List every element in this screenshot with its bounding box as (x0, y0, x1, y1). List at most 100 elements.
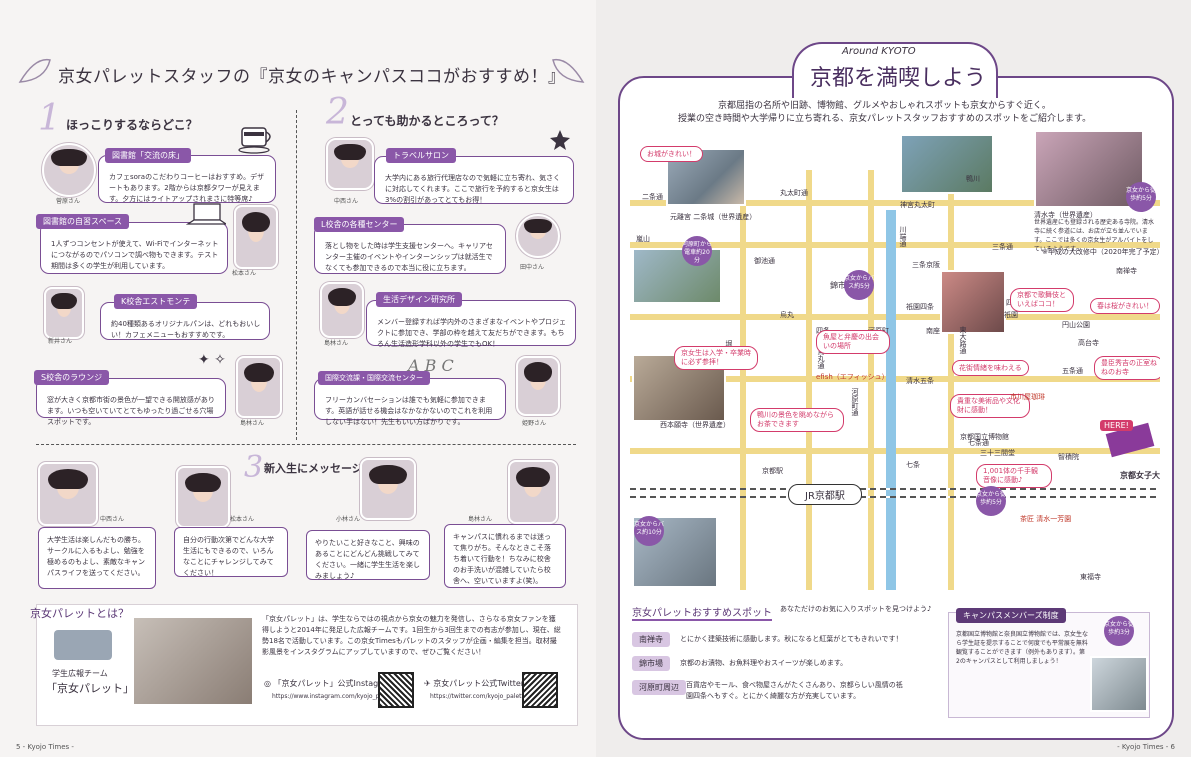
recommend-value: とにかく建築技術に感動します。秋になると紅葉がとてもきれいです！ (680, 635, 903, 643)
twitter-label: ✈ 京女パレット公式Twitter (424, 678, 524, 689)
person-name: 中西さん (334, 198, 359, 205)
pin-comment: 春は桜がきれい！ (1090, 298, 1160, 314)
pin-comment: 鴨川の景色を眺めながらお茶できます (750, 408, 844, 432)
about-label: 京女パレットとは？ (30, 607, 129, 620)
avatar (44, 287, 84, 339)
star-icon (550, 130, 570, 150)
recommend-key: 南禅寺 (632, 632, 670, 647)
place-kamogawa: 鴨川 (966, 175, 980, 183)
road-label: 五条通 (1062, 367, 1083, 375)
renovation-note: ※平成の大改修中（2020年完了予定） (1042, 248, 1160, 256)
about-text: 「京女パレット」は、学生ならではの視点から京女の魅力を発信し、さらなる京女ファン… (262, 615, 561, 656)
person-name: 新井さん (48, 338, 73, 345)
twitter-url[interactable]: https://twitter.com/kyojo_palette (430, 693, 528, 700)
pin-comment: 豊臣秀吉の正室ねねのお寺 (1094, 356, 1160, 380)
jr-kyoto-station-label: JR京都駅 (788, 484, 862, 505)
message-box: 大学生活は楽しんだもの勝ち。サークルに入るもよし、勉強を極めるのもよし、素敵なキ… (38, 527, 156, 589)
recommend-key: 錦市場 (632, 656, 670, 671)
jr-line (630, 488, 1160, 490)
q3-number: 3 (244, 450, 264, 485)
section-divider (36, 444, 576, 445)
shop-shimizuippoen: 茶匠 清水一芳園 (1020, 515, 1072, 523)
cafe-ichikawaya: 市川屋珈琲 (1010, 393, 1045, 401)
place-nishiki: 錦市場 (830, 281, 854, 290)
intro-line1: 京都屈指の名所や旧跡、博物館、グルメやおしゃれスポットも京女からすぐ近く。 (718, 101, 1051, 111)
message-box: 自分の行動次第でどんな大学生活にもできるので、いろんなことにチャレンジしてみてく… (174, 527, 288, 577)
avatar (516, 356, 560, 416)
avatar (42, 143, 96, 197)
pin-comment: 花街情緒を味わえる (952, 360, 1029, 376)
person-name: 小林さん (336, 516, 361, 523)
instagram-label: ◎ 「京女パレット」公式Instagram (264, 678, 394, 689)
message-box: やりたいこと好きなこと、興味のあることにどんどん挑戦してみてください。一緒に学生… (306, 530, 430, 580)
access-badge: 京女からバス約5分 (844, 270, 874, 300)
place-kiyomizu: 清水寺（世界遺産） (1034, 211, 1097, 219)
recommend-label: 京女パレットおすすめスポット (632, 604, 772, 621)
right-page: Around KYOTO 京都を満喫しよう 京都屈指の名所や旧跡、博物館、グルメ… (596, 0, 1191, 757)
avatar (176, 466, 230, 528)
place-sanjusangendo: 三十三間堂 (980, 449, 1015, 457)
answer-tag: 国際交流課・国際交流センター (318, 371, 430, 385)
campus-label: キャンパスメンバーズ制度 (956, 608, 1066, 623)
station-marutamachi: 丸太町通 (780, 189, 808, 197)
recommend-value: 百貨店やモール、食べ物屋さんがたくさんあり、京都らしい風情の祇園四条へもすぐ。と… (686, 681, 903, 700)
road-label: 御池通 (754, 257, 775, 265)
answer-text: フリーカンバセーションは誰でも気軽に参加できます。英語が話せる機会はなかなかない… (325, 396, 493, 426)
avatar (236, 356, 282, 418)
answer-text: 落とし物をした時は学生支援センターへ。キャリアセンター主催のイベントやインターン… (325, 242, 493, 272)
station-sanjo-keihan: 三条京阪 (912, 261, 940, 269)
answer-box: カフェsoraのこだわりコーヒーはおすすめ。デザートもあります。2階からは京都タ… (98, 155, 276, 203)
station-kyoto: 京都駅 (762, 467, 783, 475)
pin-comment: 貴重な美術品や文化財に感動！ (950, 394, 1030, 418)
q2-heading: とっても助かるところって？ (350, 114, 504, 128)
kamogawa-photo (900, 134, 994, 194)
kamo-river (886, 210, 896, 590)
palette-logo (54, 630, 112, 660)
road-horikawa (740, 170, 746, 590)
access-badge: 京女からバス約10分 (634, 516, 664, 546)
place-minamiza: 南座 (926, 327, 940, 335)
road-label: 七条通 (968, 439, 989, 447)
kiyomizu-photo (1034, 130, 1144, 208)
answer-text: 窓が大きく京都市街の景色が一望できる開放感があります。いつも空いていてとてもゆっ… (47, 396, 215, 426)
person-name: 田中さん (520, 264, 545, 271)
avatar (38, 462, 98, 526)
station-karasuma: 烏丸 (780, 311, 794, 319)
answer-text: メンバー登録すれば学内外のさまざまなイベントやプロジェクトに参加でき、学部の枠を… (377, 318, 566, 348)
pin-comment: 京女生は入学・卒業時に必ず参拝！ (674, 346, 758, 370)
road-label: 東大路通 (959, 326, 967, 354)
road-label: 川端通 (899, 226, 907, 247)
place-kodaiji: 高台寺 (1078, 339, 1099, 347)
q1-heading: ほっこりするならどこ？ (66, 118, 198, 132)
instagram-url[interactable]: https://www.instagram.com/kyojo_palette (272, 693, 397, 700)
kyoto-map: 元離宮 二条城（世界遺産） 嵐山 西本願寺（世界遺産） 清水寺（世界遺産） 世界… (630, 130, 1160, 590)
place-nishihonganji: 西本願寺（世界遺産） (660, 421, 730, 429)
answer-box: 窓が大きく京都市街の景色が一望できる開放感があります。いつも空いていてとてもゆっ… (36, 378, 226, 426)
minamiza-photo (940, 270, 1006, 334)
answer-tag: L校舎の各種センター (314, 217, 405, 232)
pin-comment: お城がきれい！ (640, 146, 703, 162)
right-title: 京都を満喫しよう (810, 66, 987, 91)
qr-code-icon (378, 672, 414, 708)
station-jingu-marutamachi: 神宮丸太町 (900, 201, 935, 209)
recommend-key: 河原町周辺 (632, 680, 686, 695)
team-sub: 学生広報チーム (52, 669, 108, 678)
twitter-text: 京女パレット公式Twitter (433, 679, 525, 688)
access-badge: 京女から徒歩約3分 (1104, 616, 1134, 646)
coffee-cup-icon (238, 127, 271, 154)
instagram-text: 「京女パレット」公式Instagram (273, 679, 395, 688)
campus-text: 京都国立博物館と奈良国立博物館では、京女生なら学生証を提示することで何度でも平常… (956, 631, 1089, 665)
person-name: 松本さん (232, 270, 257, 277)
person-name: 島林さん (468, 516, 493, 523)
road-label: 烏丸通 (817, 348, 825, 369)
access-badge: 京女から徒歩約5分 (1126, 182, 1156, 212)
avatar (234, 205, 278, 269)
answer-text: 1人ずつコンセントが使えて、Wi-Fiでインターネットにつながるのでパソコンで調… (51, 240, 219, 270)
sparkle-icon: ✦ ✧ (198, 352, 226, 368)
person-name: 中西さん (100, 516, 125, 523)
recommend-value: 京都のお漬物、お魚料理やおスイーツが楽しめます。 (680, 659, 848, 667)
road-label: 三条通 (992, 243, 1013, 251)
access-badge: 京女から徒歩約5分 (976, 486, 1006, 516)
about-panel (36, 604, 578, 726)
place-kyoto-womens-university: 京都女子大学 (1120, 471, 1160, 480)
